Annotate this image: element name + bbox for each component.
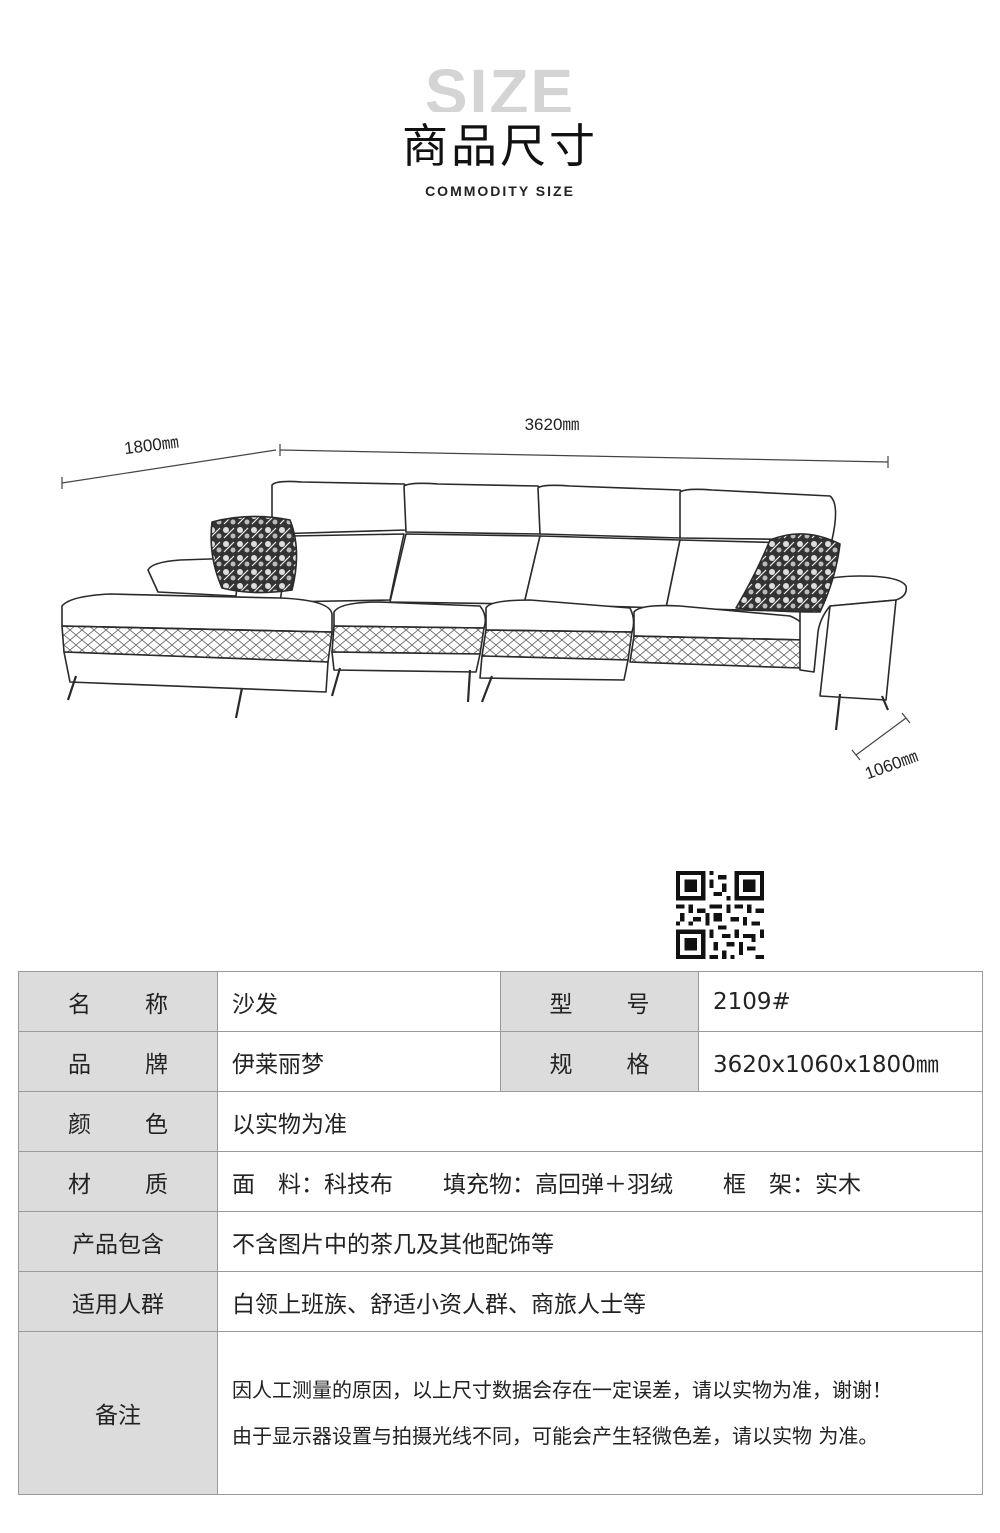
sofa-illustration (61, 480, 908, 731)
label-model: 型号 (500, 971, 699, 1032)
table-row-color: 颜色 以实物为准 (18, 1091, 983, 1152)
table-row-brand: 品牌 伊莱丽梦 规格 3620x1060x1800㎜ (18, 1031, 983, 1092)
label-name: 名称 (18, 971, 218, 1032)
label-remarks: 备注 (18, 1331, 218, 1495)
value-includes: 不含图片中的茶几及其他配饰等 (217, 1211, 983, 1272)
table-row-remarks: 备注 因人工测量的原因，以上尺寸数据会存在一定误差，请以实物为准，谢谢！ 由于显… (18, 1331, 983, 1495)
page-subtitle: COMMODITY SIZE (425, 183, 575, 199)
depth-dimension-label: 1060㎜ (862, 747, 920, 784)
label-includes: 产品包含 (18, 1211, 218, 1272)
page-header: SIZE 商品尺寸 COMMODITY SIZE (0, 0, 1000, 220)
chaise-dimension-label: 1800㎜ (123, 433, 180, 459)
page-title: 商品尺寸 (402, 119, 598, 173)
material-frame: 框 架：实木 (723, 1171, 861, 1198)
value-brand: 伊莱丽梦 (217, 1031, 501, 1092)
chaise-dimension-line (61, 449, 277, 489)
table-row-material: 材质 面 料：科技布 填充物：高回弹＋羽绒 框 架：实木 (18, 1151, 983, 1212)
label-color: 颜色 (18, 1091, 218, 1152)
value-spec: 3620x1060x1800㎜ (698, 1031, 983, 1092)
value-color: 以实物为准 (217, 1091, 983, 1152)
spec-table: 名称 沙发 型号 2109# 品牌 伊莱丽梦 规格 3620x1060x1800… (18, 971, 983, 1495)
value-audience: 白领上班族、舒适小资人群、商旅人士等 (217, 1271, 983, 1332)
value-remarks: 因人工测量的原因，以上尺寸数据会存在一定误差，请以实物为准，谢谢！ 由于显示器设… (217, 1331, 983, 1495)
value-material: 面 料：科技布 填充物：高回弹＋羽绒 框 架：实木 (217, 1151, 983, 1212)
remark-line-2: 由于显示器设置与拍摄光线不同，可能会产生轻微色差，请以实物 为准。 (232, 1424, 879, 1448)
material-fabric: 面 料：科技布 (232, 1171, 393, 1198)
remark-line-1: 因人工测量的原因，以上尺寸数据会存在一定误差，请以实物为准，谢谢！ (232, 1378, 892, 1402)
table-row-includes: 产品包含 不含图片中的茶几及其他配饰等 (18, 1211, 983, 1272)
table-row-audience: 适用人群 白领上班族、舒适小资人群、商旅人士等 (18, 1271, 983, 1332)
depth-dimension-line (851, 712, 911, 761)
material-filling: 填充物：高回弹＋羽绒 (443, 1171, 673, 1198)
width-dimension-label: 3620㎜ (525, 415, 580, 434)
label-brand: 品牌 (18, 1031, 218, 1092)
value-name: 沙发 (217, 971, 501, 1032)
width-dimension-line (279, 444, 889, 468)
qr-code-icon (676, 871, 764, 959)
value-model: 2109# (698, 971, 983, 1032)
background-size-word: SIZE (424, 60, 576, 112)
label-material: 材质 (18, 1151, 218, 1212)
sofa-dimension-drawing: 3620㎜ 1800㎜ 1060㎜ (61, 415, 920, 784)
label-audience: 适用人群 (18, 1271, 218, 1332)
label-spec: 规格 (500, 1031, 699, 1092)
table-row-name: 名称 沙发 型号 2109# (18, 971, 983, 1032)
